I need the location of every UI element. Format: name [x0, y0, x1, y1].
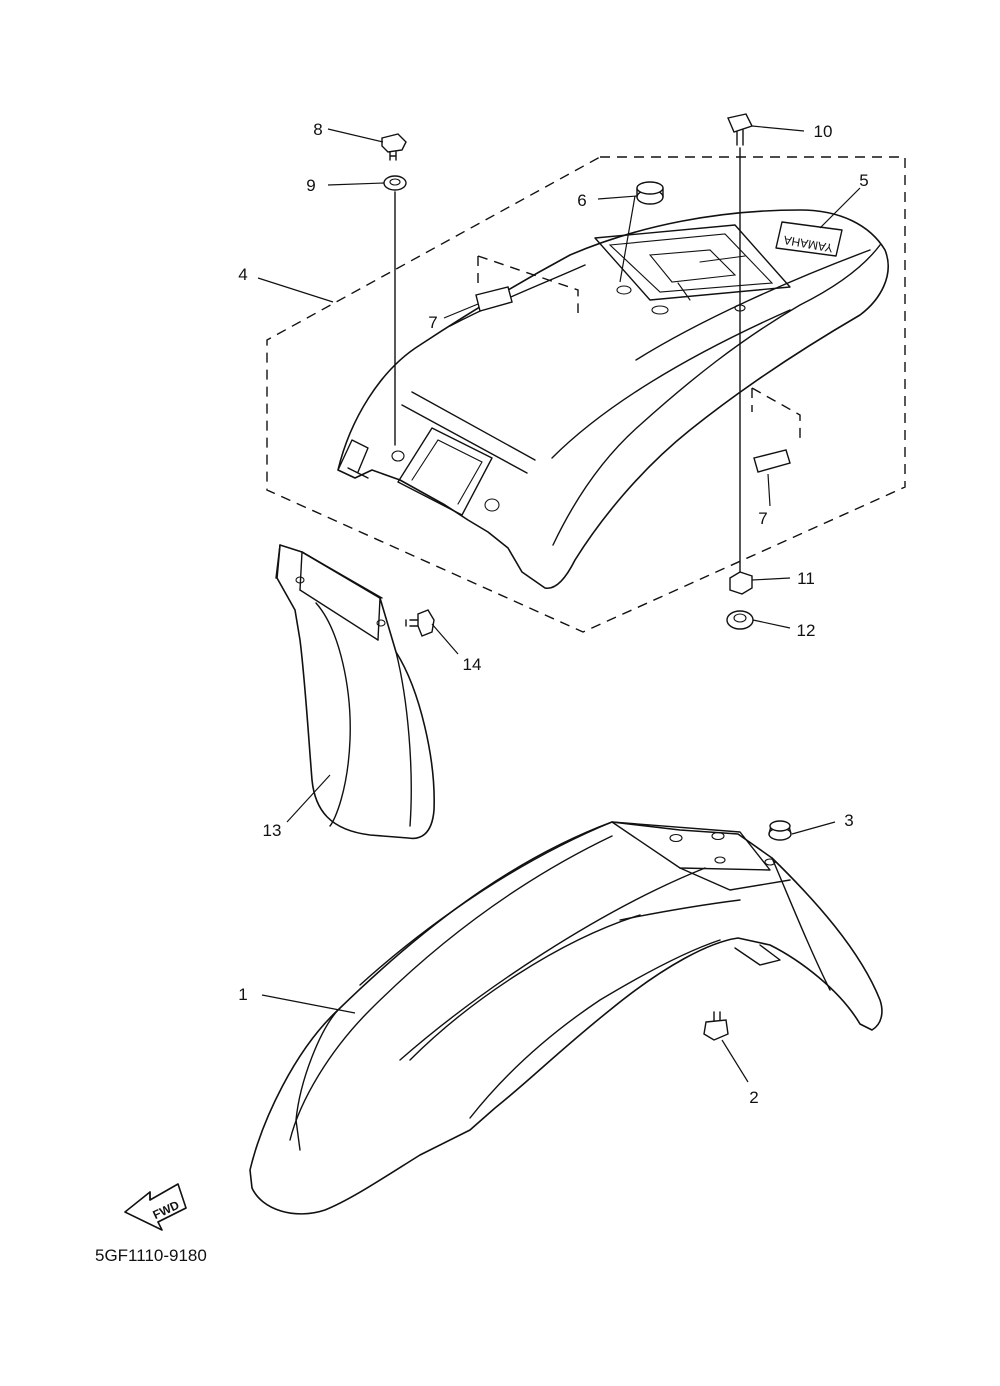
sticker-box-left	[477, 255, 579, 313]
callout-7b: 7	[758, 509, 767, 528]
callout-7a: 7	[428, 313, 437, 332]
callout-8: 8	[313, 120, 322, 139]
sticker-right	[753, 449, 791, 473]
nut-11	[729, 571, 753, 595]
washer-12	[726, 610, 754, 630]
collar-9	[383, 175, 407, 191]
drawing-code: 5GF1110-9180	[95, 1246, 207, 1265]
leader-lines	[257, 125, 861, 1083]
callout-5: 5	[859, 171, 868, 190]
bolt-2	[703, 1011, 729, 1041]
assembly-boundary	[266, 156, 906, 633]
fwd-arrow-icon: FWD	[124, 1183, 187, 1231]
callout-4: 4	[238, 265, 247, 284]
callouts: 1 2 3 4 5 6 7 7 8 9 10 11 12 13 14	[238, 120, 868, 1107]
callout-6: 6	[577, 191, 586, 210]
callout-13: 13	[263, 821, 282, 840]
callout-9: 9	[306, 176, 315, 195]
front-fender	[249, 821, 883, 1215]
bolt-8	[381, 133, 407, 161]
bolt-14	[405, 609, 435, 637]
callout-12: 12	[797, 621, 816, 640]
sticker-box-right	[751, 387, 801, 440]
bolt-10	[727, 113, 753, 146]
grommet-6	[636, 181, 664, 205]
callout-3: 3	[844, 811, 853, 830]
mud-flap	[275, 544, 435, 840]
callout-1: 1	[238, 985, 247, 1004]
rear-fender: YAMAHA	[337, 209, 889, 589]
sticker-left	[475, 286, 513, 312]
callout-2: 2	[749, 1088, 758, 1107]
grommet-3	[768, 820, 792, 841]
callout-14: 14	[463, 655, 482, 674]
callout-10: 10	[814, 122, 833, 141]
callout-11: 11	[797, 569, 815, 588]
